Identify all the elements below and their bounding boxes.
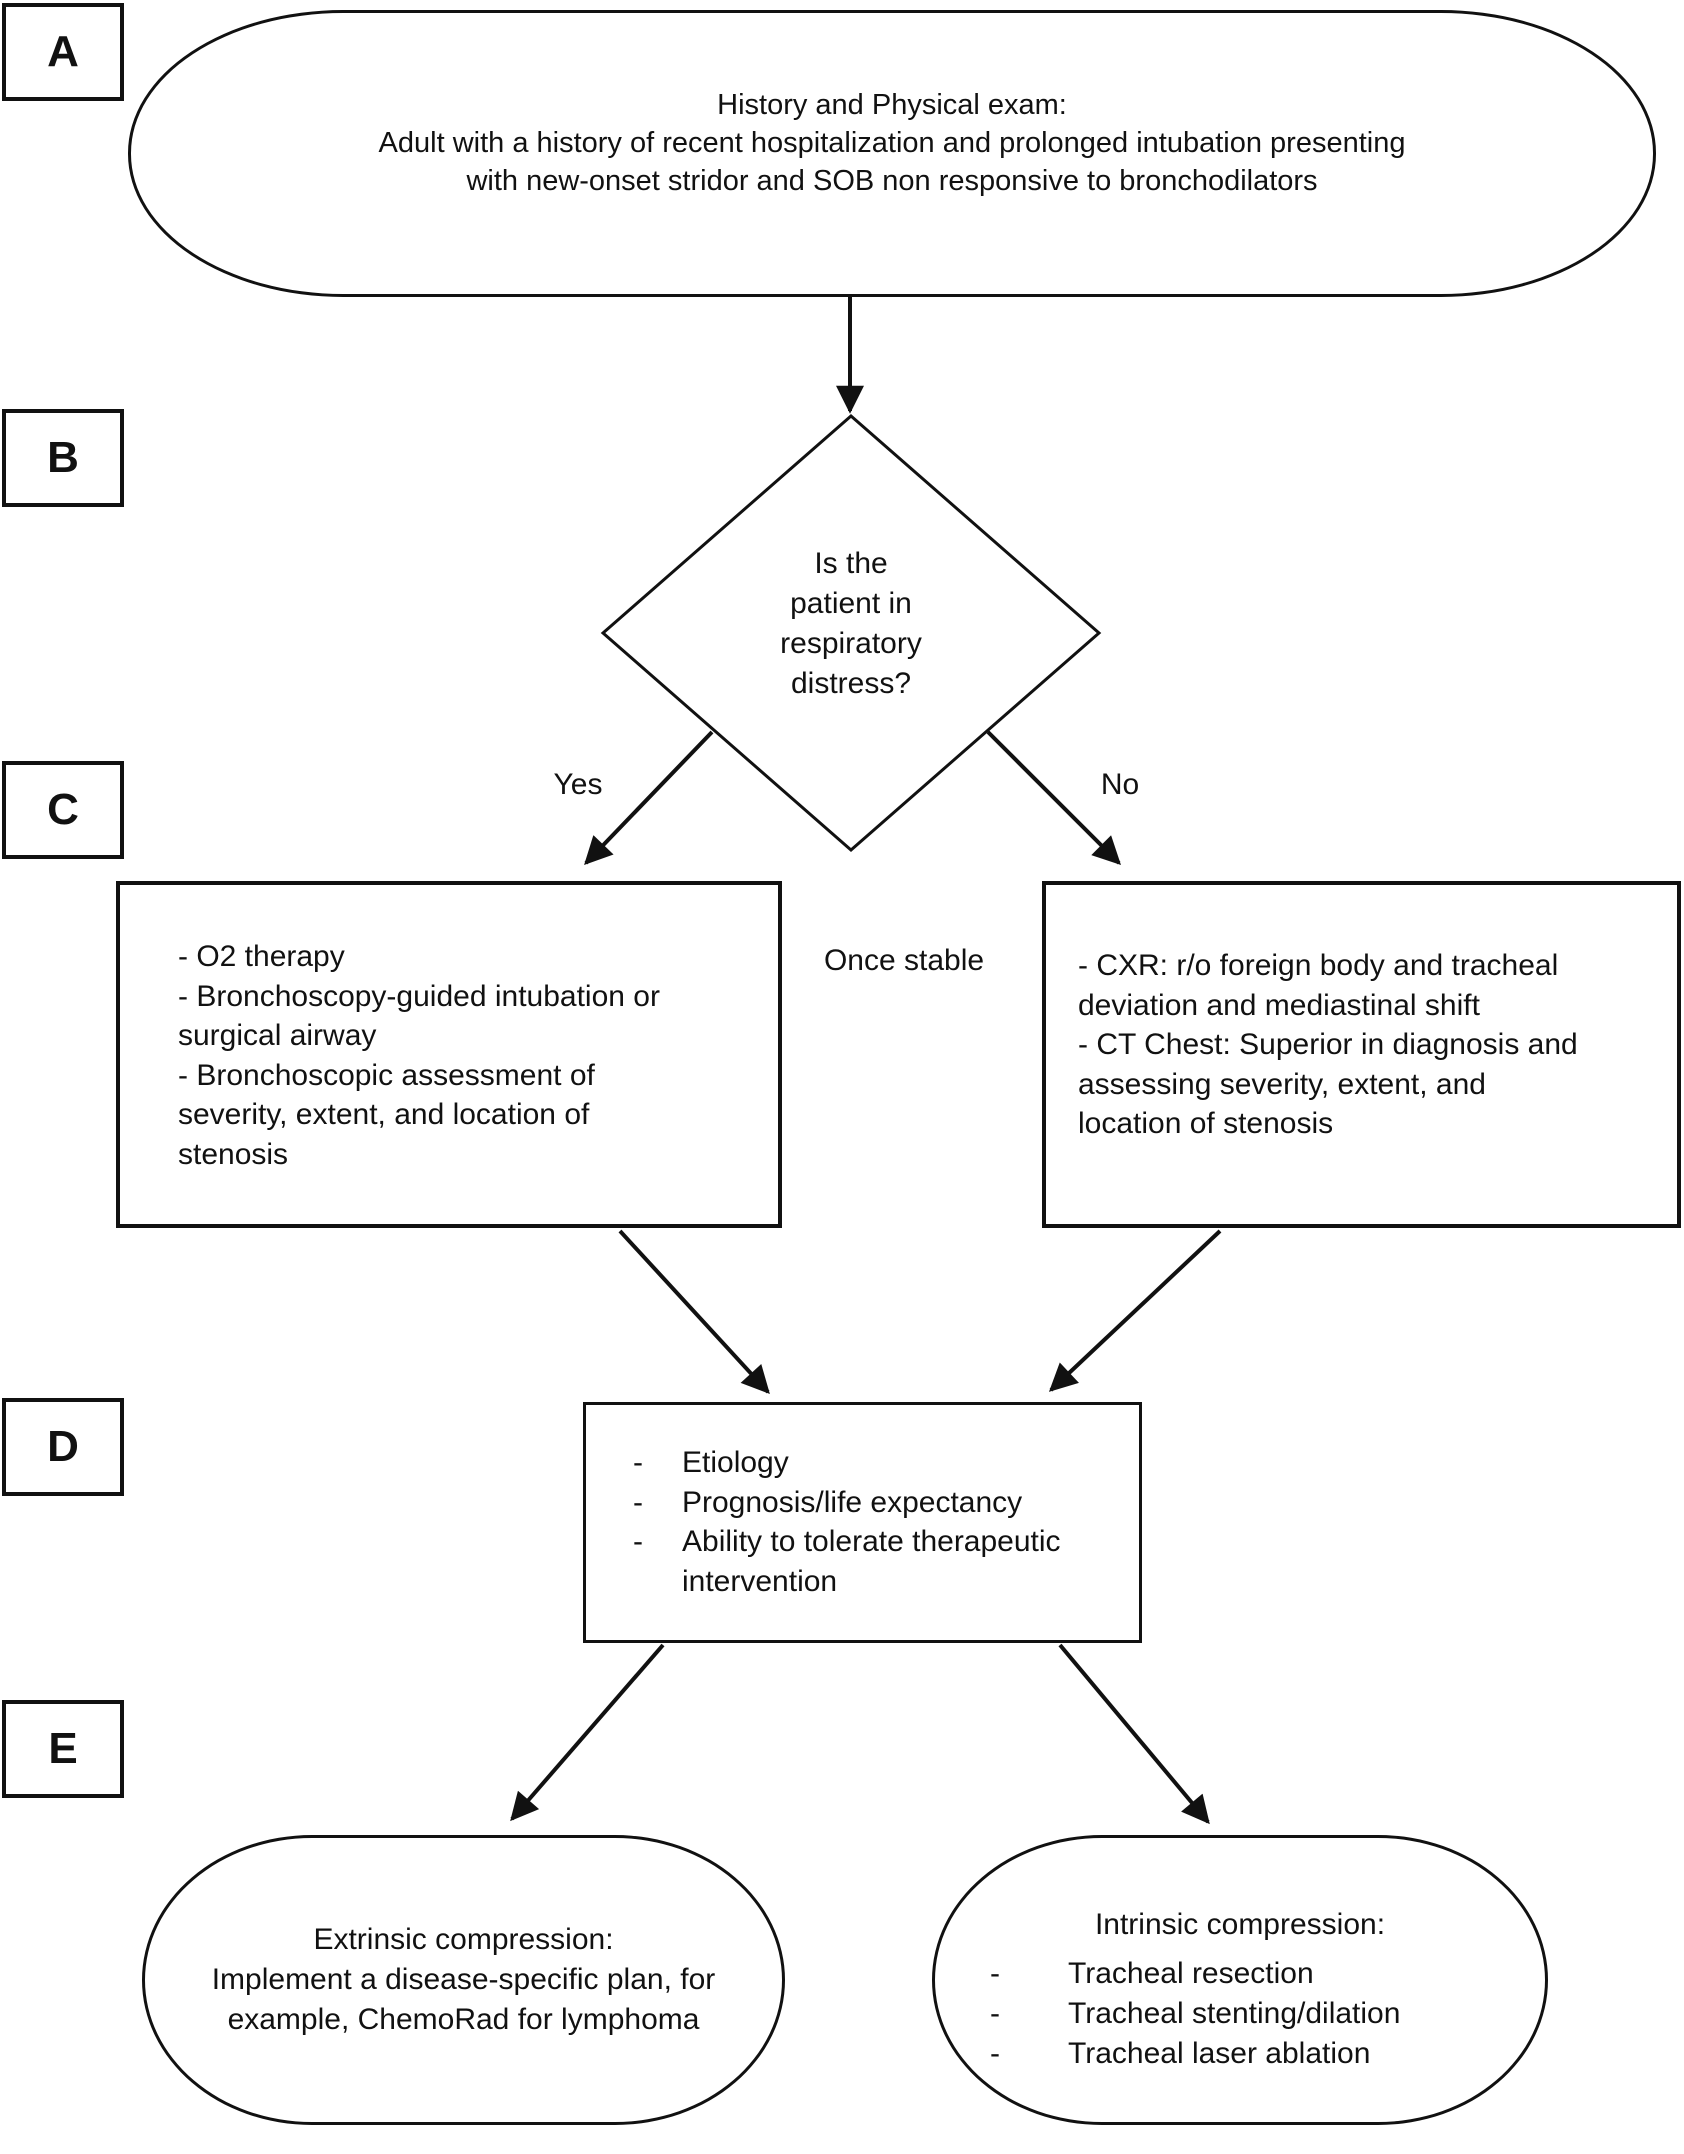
arrow-assessment-to-intrinsic	[1058, 1643, 1210, 1825]
history-line: History and Physical exam:	[717, 89, 1067, 121]
assessment-item: - Prognosis/life expectancy	[633, 1483, 1061, 1523]
section-label-a: A	[2, 3, 124, 101]
decision-diamond	[600, 414, 1102, 852]
decision-line: Is the	[814, 547, 888, 580]
extrinsic-line: example, ChemoRad for lymphoma	[227, 2003, 700, 2036]
intrinsic-list: - Tracheal resection - Tracheal stenting…	[932, 1954, 1548, 2074]
decision-node-text: Is the patient in respiratory distress?	[701, 544, 1001, 704]
extrinsic-line: Implement a disease-specific plan, for	[211, 1963, 716, 1996]
intrinsic-compression-node	[932, 1835, 1548, 2125]
arrow-no-branch	[986, 730, 1121, 865]
intrinsic-item: - Tracheal resection	[990, 1954, 1548, 1994]
intrinsic-item-text: Tracheal laser ablation	[1068, 2037, 1371, 2070]
intrinsic-compression-text: Intrinsic compression: - Tracheal resect…	[932, 1905, 1548, 2074]
assessment-item-text: Ability to tolerate therapeutic	[682, 1525, 1061, 1558]
decision-line: patient in	[790, 587, 912, 620]
edge-label-yes: Yes	[553, 768, 603, 801]
bullet-dash: -	[633, 1525, 643, 1558]
section-label-b: B	[2, 409, 124, 507]
yes-box-line: severity, extent, and location of	[178, 1098, 590, 1131]
assessment-item: - Ability to tolerate therapeutic	[633, 1522, 1061, 1562]
yes-box-line: - Bronchoscopic assessment of	[178, 1058, 595, 1092]
yes-box-line: surgical airway	[178, 1019, 377, 1052]
bullet-dash: -	[990, 1997, 1000, 2030]
yes-box-line: - O2 therapy	[178, 940, 345, 973]
edge-label-no: No	[1100, 768, 1140, 801]
section-letter: E	[48, 1724, 78, 1773]
section-label-c: C	[2, 761, 124, 859]
imaging-workup-text: - CXR: r/o foreign body and tracheal dev…	[1078, 946, 1578, 1144]
section-label-d: D	[2, 1398, 124, 1496]
bullet-dash: -	[633, 1485, 643, 1519]
emergency-management-text: - O2 therapy - Bronchoscopy-guided intub…	[178, 937, 660, 1174]
intrinsic-item: - Tracheal laser ablation	[990, 2034, 1548, 2074]
history-line: Adult with a history of recent hospitali…	[378, 127, 1406, 159]
bullet-dash: -	[990, 2037, 1000, 2070]
arrow-assessment-to-extrinsic	[510, 1643, 665, 1822]
edge-label-once-stable: Once stable	[823, 944, 985, 977]
extrinsic-compression-node	[142, 1835, 785, 2125]
assessment-item-text: intervention	[682, 1564, 838, 1598]
arrow-yes-branch	[584, 730, 714, 866]
no-box-line: deviation and mediastinal shift	[1078, 988, 1480, 1022]
intrinsic-item-text: Tracheal resection	[1068, 1957, 1314, 1990]
intrinsic-item-text: Tracheal stenting/dilation	[1068, 1997, 1401, 2030]
assessment-item-text: Etiology	[682, 1446, 789, 1479]
section-letter: A	[47, 27, 79, 76]
bullet-dash: -	[633, 1446, 643, 1479]
no-box-line: - CXR: r/o foreign body and tracheal	[1078, 949, 1559, 982]
assessment-item-text: Prognosis/life expectancy	[682, 1485, 1023, 1519]
yes-box-line: - Bronchoscopy-guided intubation or	[178, 979, 660, 1013]
no-box-line: assessing severity, extent, and	[1078, 1067, 1486, 1101]
yes-box-line: stenosis	[178, 1137, 289, 1171]
assessment-item: intervention	[633, 1562, 1061, 1602]
arrow-nobox-to-assessment	[1048, 1229, 1222, 1392]
intrinsic-item: - Tracheal stenting/dilation	[990, 1994, 1548, 2034]
emergency-management-box	[116, 881, 782, 1228]
arrow-yesbox-to-assessment	[618, 1229, 770, 1395]
intrinsic-title: Intrinsic compression:	[1094, 1908, 1386, 1941]
no-box-line: location of stenosis	[1078, 1107, 1334, 1140]
assessment-text: - Etiology - Prognosis/life expectancy -…	[633, 1443, 1061, 1601]
section-letter: B	[47, 433, 79, 482]
extrinsic-compression-text: Extrinsic compression: Implement a disea…	[142, 1920, 785, 2040]
history-node-text: History and Physical exam: Adult with a …	[128, 86, 1656, 200]
section-letter: C	[47, 785, 79, 834]
assessment-box	[583, 1402, 1142, 1643]
decision-line: distress?	[790, 667, 912, 700]
history-node	[128, 10, 1656, 297]
bullet-dash	[633, 1562, 682, 1602]
section-letter: D	[47, 1422, 79, 1471]
assessment-item: - Etiology	[633, 1443, 1061, 1483]
imaging-workup-box	[1042, 881, 1681, 1228]
section-label-e: E	[2, 1700, 124, 1798]
bullet-dash: -	[990, 1957, 1000, 1990]
history-line: with new-onset stridor and SOB non respo…	[466, 165, 1318, 197]
decision-line: respiratory	[780, 627, 922, 660]
no-box-line: - CT Chest: Superior in diagnosis and	[1078, 1028, 1578, 1061]
extrinsic-line: Extrinsic compression:	[313, 1923, 614, 1956]
